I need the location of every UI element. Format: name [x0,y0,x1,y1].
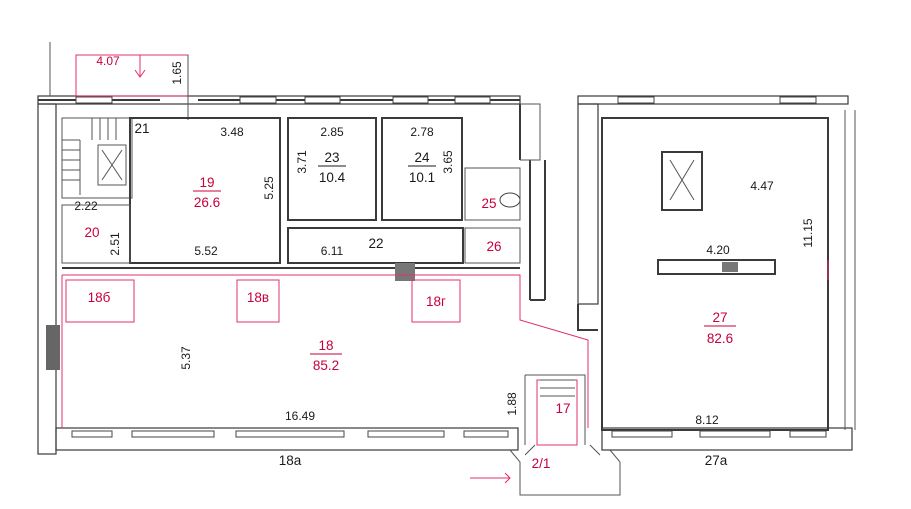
room-25-number: 25 [481,196,496,211]
room-24-area: 10.1 [409,170,435,185]
room-24-number: 24 [414,150,430,165]
entrance-porch [49,42,189,120]
room-21-number: 21 [134,121,149,136]
room-18-outline [46,274,589,428]
room-19-area: 26.6 [194,195,220,210]
dim-r27-width: 4.47 [750,179,774,193]
room-27-area: 82.6 [707,331,733,346]
room-27-number: 27 [712,310,727,325]
room-27a-number: 27а [705,453,728,468]
dim-r24-depth: 3.65 [441,150,455,174]
dim-r20-depth: 2.51 [108,232,122,256]
dim-entrance-width: 4.07 [96,54,120,68]
dim-r27-beam: 4.20 [706,243,730,257]
dim-r20-width: 2.22 [74,199,98,213]
dim-corridor-length: 6.11 [321,244,344,258]
vestibule-17 [470,374,621,496]
room-18-number: 18 [318,338,333,353]
dim-r19-bottom: 5.52 [194,244,218,258]
room-26-number: 26 [486,239,501,254]
room-23-number: 23 [324,150,339,165]
right-building-walls [577,95,856,451]
room-20-number: 20 [84,225,99,240]
left-building-walls [37,95,546,455]
dim-r17-depth: 1.88 [505,392,519,416]
room-18v-number: 18в [247,290,269,305]
dim-r18-depth: 5.37 [179,346,193,370]
room-18b-number: 18б [88,290,111,305]
room-18g-number: 18г [426,294,446,309]
dim-r23-depth: 3.71 [295,150,309,174]
dim-r18-length: 16.49 [285,409,315,423]
room-18-area: 85.2 [313,358,339,373]
dim-r27-depth: 11.15 [801,218,815,247]
room-18a-number: 18а [279,453,302,468]
bottom-windows [71,430,509,438]
dim-r24-width: 2.78 [410,125,434,139]
dim-entrance-depth: 1.65 [170,61,184,85]
room-17-number: 17 [555,401,570,416]
room-2-1-number: 2/1 [532,456,551,471]
room-23-area: 10.4 [319,170,346,185]
room-labels: 19 26.6 23 10.4 24 10.1 18 85.2 27 82.6 … [84,121,736,471]
dim-r19-width: 3.48 [220,125,244,139]
interior-walls [61,117,521,281]
top-windows [75,96,491,104]
dimension-labels: 4.07 1.65 3.48 5.25 2.85 3.71 2.78 3.65 … [74,54,815,427]
dim-r19-depth: 5.25 [262,176,276,200]
dim-r23-width: 2.85 [320,125,344,139]
room-19-number: 19 [199,175,214,190]
dim-r27-bottom: 8.12 [695,413,719,427]
room-22-number: 22 [368,236,383,251]
